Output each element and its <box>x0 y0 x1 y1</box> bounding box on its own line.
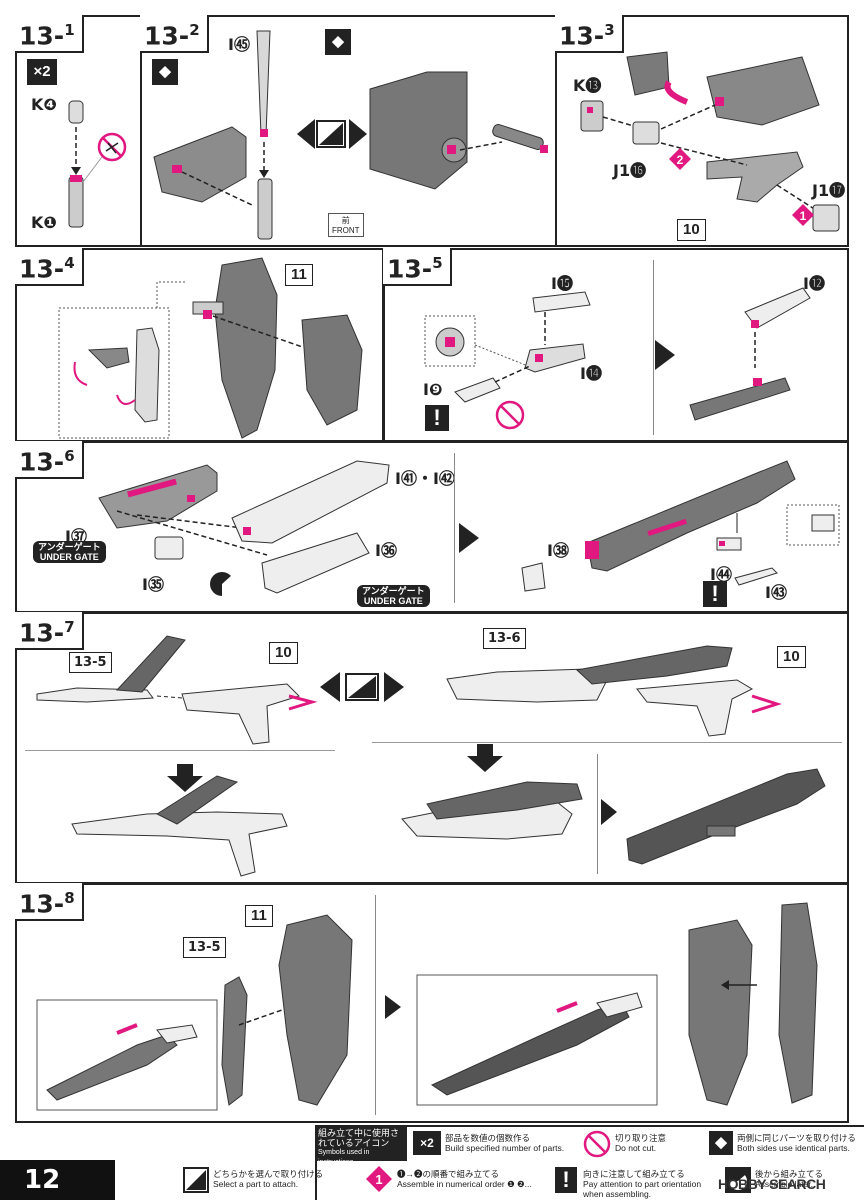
part-label: J1⓱ <box>812 181 846 200</box>
step-13-1-illustration <box>68 100 127 228</box>
orientation-icon: ! <box>703 581 727 607</box>
part-cap <box>68 100 84 124</box>
reference-box: 13-5 <box>69 652 112 673</box>
divider <box>372 742 842 743</box>
step-13-4-illustration <box>58 257 363 439</box>
divider <box>454 453 455 603</box>
part-label: I㊺ <box>228 35 250 54</box>
part-label: J1⓰ <box>613 161 647 180</box>
mirror-icon: ◆ <box>152 59 178 85</box>
part-joint <box>68 176 84 228</box>
step-13-5-illustration <box>424 287 811 430</box>
no-cut-icon <box>495 400 525 430</box>
step-13-3-illustration: 1 2 <box>580 51 840 232</box>
part-label: K❶ <box>31 213 57 232</box>
part-label: I⓬ <box>803 274 825 293</box>
next-arrow <box>459 523 479 553</box>
select-legend-icon <box>183 1167 209 1198</box>
reference-box: 11 <box>245 905 273 927</box>
step-13-6-illustration <box>98 460 840 597</box>
part-label: I⓯ <box>551 274 573 293</box>
part-label: I❾ <box>423 380 443 399</box>
part-label: K⓭ <box>573 76 602 95</box>
order-marker-2: 2 <box>669 148 691 170</box>
quantity-legend-icon: ×2 <box>413 1131 441 1155</box>
reference-box: 10 <box>269 642 298 664</box>
step-label: 13-3 <box>555 15 624 54</box>
reference-box: 10 <box>677 219 706 241</box>
reference-box: 10 <box>777 646 806 668</box>
part-label: I㊹ <box>710 565 732 584</box>
step-label: 13-7 <box>15 612 84 651</box>
reference-box: 13-6 <box>483 628 526 649</box>
orientation-icon: ! <box>425 405 449 431</box>
order-legend-icon: 1 <box>365 1165 393 1198</box>
divider <box>653 260 654 435</box>
divider <box>375 895 376 1115</box>
watermark: HOBBY SEARCH <box>718 1176 826 1192</box>
orientation-legend-icon: ! <box>555 1167 577 1193</box>
mirror-legend-icon: ◆ <box>709 1131 733 1155</box>
part-label: K❹ <box>31 95 57 114</box>
step-13-7-illustration <box>36 635 826 877</box>
down-arrow <box>467 744 503 772</box>
no-cut-icon <box>97 132 127 162</box>
next-arrow <box>655 340 675 370</box>
part-label: I㊳ <box>547 541 569 560</box>
next-arrow <box>385 995 401 1019</box>
step-label: 13-6 <box>15 441 84 480</box>
divider <box>597 754 598 874</box>
step-13-8-illustration <box>36 902 818 1111</box>
part-label: I㊶・I㊷ <box>395 469 455 488</box>
step-13-8-panel: 13-8 11 13-5 <box>15 883 849 1123</box>
step-13-3-panel: 13-3 K⓭ J1⓰ J1⓱ 10 1 2 <box>555 15 849 247</box>
svg-text:1: 1 <box>800 209 807 223</box>
select-icon <box>320 670 404 704</box>
page-number: 12 <box>0 1160 115 1200</box>
step-13-1-panel: 13-1 ×2 K❹ K❶ <box>15 15 142 247</box>
next-arrow <box>601 799 617 825</box>
select-icon <box>297 117 367 151</box>
quantity-icon: ×2 <box>27 59 57 85</box>
no-cut-legend-icon <box>582 1129 612 1164</box>
assemble-later-legend-icon <box>725 1167 751 1198</box>
divider <box>25 750 335 751</box>
svg-text:1: 1 <box>375 1172 382 1187</box>
step-13-4-panel: 13-4 11 <box>15 248 384 442</box>
reference-box: 13-5 <box>183 937 226 958</box>
mirror-icon: ◆ <box>325 29 351 55</box>
order-marker-1: 1 <box>792 204 814 226</box>
part-label: I㊸ <box>765 583 787 602</box>
reference-box: 11 <box>285 264 313 286</box>
part-label: I㉟ <box>142 575 164 594</box>
step-label: 13-4 <box>15 248 84 287</box>
part-label: I⓮ <box>580 364 602 383</box>
svg-text:2: 2 <box>677 153 684 167</box>
step-label: 13-8 <box>15 883 84 922</box>
down-arrow <box>167 764 203 792</box>
step-label: 13-5 <box>383 248 452 287</box>
step-13-7-panel: 13-7 13-5 10 13-6 10 <box>15 612 849 884</box>
part-label: I㊱ <box>375 541 397 560</box>
step-label: 13-2 <box>140 15 209 54</box>
step-label: 13-1 <box>15 15 84 54</box>
step-13-5-panel: 13-5 I⓯ I⓮ I❾ I⓬ ! <box>383 248 849 442</box>
step-13-2-illustration <box>153 30 548 240</box>
